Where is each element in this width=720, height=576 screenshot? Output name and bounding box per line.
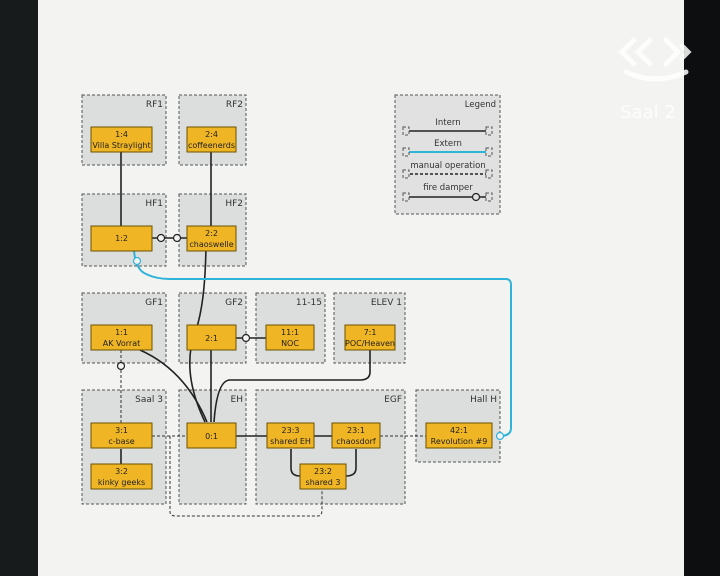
- node-1-2: 1:2: [90, 225, 153, 252]
- legend-label: fire damper: [423, 183, 473, 193]
- zone-label: Saal 3: [135, 395, 163, 405]
- legend-label: Extern: [434, 139, 462, 149]
- node-name: shared 3: [306, 478, 341, 487]
- legend-item-extern: Extern: [402, 139, 493, 157]
- zone-label: Hall H: [470, 395, 497, 405]
- link-saal3-23-2: [169, 436, 323, 517]
- legend-item-fire-damper: fire damper: [402, 183, 493, 202]
- fire-damper-icon: [172, 233, 182, 243]
- right-bezel: [684, 0, 720, 576]
- node-name: kinky geeks: [98, 478, 145, 487]
- node-0-1: 0:1: [186, 422, 237, 449]
- zone-label: 11-15: [296, 298, 322, 308]
- legend-label: Intern: [435, 118, 460, 128]
- zone-label: HF1: [145, 199, 163, 209]
- zone-label: RF1: [146, 100, 163, 110]
- node-name: NOC: [281, 339, 299, 348]
- legend-label: manual operation: [410, 161, 485, 171]
- link-23-1-23-2: [345, 449, 357, 477]
- node-id: 2:2: [205, 229, 218, 238]
- saal-logo: Saal 2: [618, 37, 692, 123]
- node-23-2: 23:2 shared 3: [299, 463, 347, 490]
- node-id: 1:2: [115, 234, 128, 243]
- legend-item-intern: Intern: [402, 118, 493, 136]
- link-1-1-0-1: [139, 349, 208, 423]
- fire-dampers: [116, 233, 505, 441]
- node-name: chaosdorf: [336, 437, 376, 446]
- fire-damper-icon: [495, 431, 505, 441]
- node-2-2: 2:2 chaoswelle: [186, 225, 237, 252]
- zone-label: HF2: [225, 199, 243, 209]
- node-id: 11:1: [281, 328, 299, 337]
- node-id: 23:1: [347, 426, 365, 435]
- zone-label: RF2: [226, 100, 243, 110]
- zone-label: EGF: [384, 395, 402, 405]
- node-id: 2:1: [205, 334, 218, 343]
- fire-damper-icon: [132, 256, 142, 266]
- node-1-1: 1:1 AK Vorrat: [90, 324, 153, 351]
- node-23-1: 23:1 chaosdorf: [331, 422, 381, 449]
- node-id: 42:1: [450, 426, 468, 435]
- legend-item-manual-operation: manual operation: [402, 161, 493, 179]
- node-2-4: 2:4 coffeenerds: [186, 126, 237, 153]
- node-id: 23:3: [282, 426, 300, 435]
- node-3-2: 3:2 kinky geeks: [90, 463, 153, 490]
- node-name: Villa Straylight: [92, 141, 150, 150]
- link-23-3-23-2: [290, 449, 301, 477]
- fire-damper-icon: [471, 192, 481, 202]
- node-id: 3:1: [115, 426, 128, 435]
- node-name: Revolution #9: [431, 437, 488, 446]
- room-label: Saal 2: [620, 102, 676, 123]
- zone-label: ELEV 1: [371, 298, 402, 308]
- node-name: AK Vorrat: [103, 339, 140, 348]
- node-42-1: 42:1 Revolution #9: [425, 422, 493, 449]
- node-name: chaoswelle: [189, 240, 233, 249]
- link-7-1-0-1: [213, 350, 371, 423]
- node-id: 2:4: [205, 130, 218, 139]
- node-3-1: 3:1 c-base: [90, 422, 153, 449]
- node-id: 1:4: [115, 130, 128, 139]
- zone-label: GF1: [145, 298, 163, 308]
- legend: Legend Intern Extern manual operation fi…: [394, 94, 501, 215]
- node-id: 3:2: [115, 467, 128, 476]
- node-id: 1:1: [115, 328, 128, 337]
- fire-damper-icon: [241, 333, 251, 343]
- node-name: c-base: [108, 437, 134, 446]
- connections: [120, 152, 371, 477]
- node-23-3: 23:3 shared EH: [266, 422, 315, 449]
- node-id: 0:1: [205, 432, 218, 441]
- node-id: 23:2: [314, 467, 332, 476]
- legend-title: Legend: [465, 100, 496, 110]
- zone-label: EH: [231, 395, 243, 405]
- node-name: shared EH: [270, 437, 311, 446]
- extern-link: [133, 250, 512, 437]
- fire-damper-icon: [116, 361, 126, 371]
- zone-label: GF2: [225, 298, 243, 308]
- fire-damper-icon: [156, 233, 166, 243]
- node-name: POC/Heaven: [345, 339, 395, 348]
- ccc-logo-icon: [618, 37, 692, 82]
- left-bezel: [0, 0, 38, 576]
- node-7-1: 7:1 POC/Heaven: [344, 324, 396, 351]
- node-name: coffeenerds: [188, 141, 235, 150]
- node-11-1: 11:1 NOC: [265, 324, 315, 351]
- node-id: 7:1: [364, 328, 377, 337]
- node-2-1: 2:1: [186, 324, 237, 351]
- node-1-4: 1:4 Villa Straylight: [90, 126, 153, 153]
